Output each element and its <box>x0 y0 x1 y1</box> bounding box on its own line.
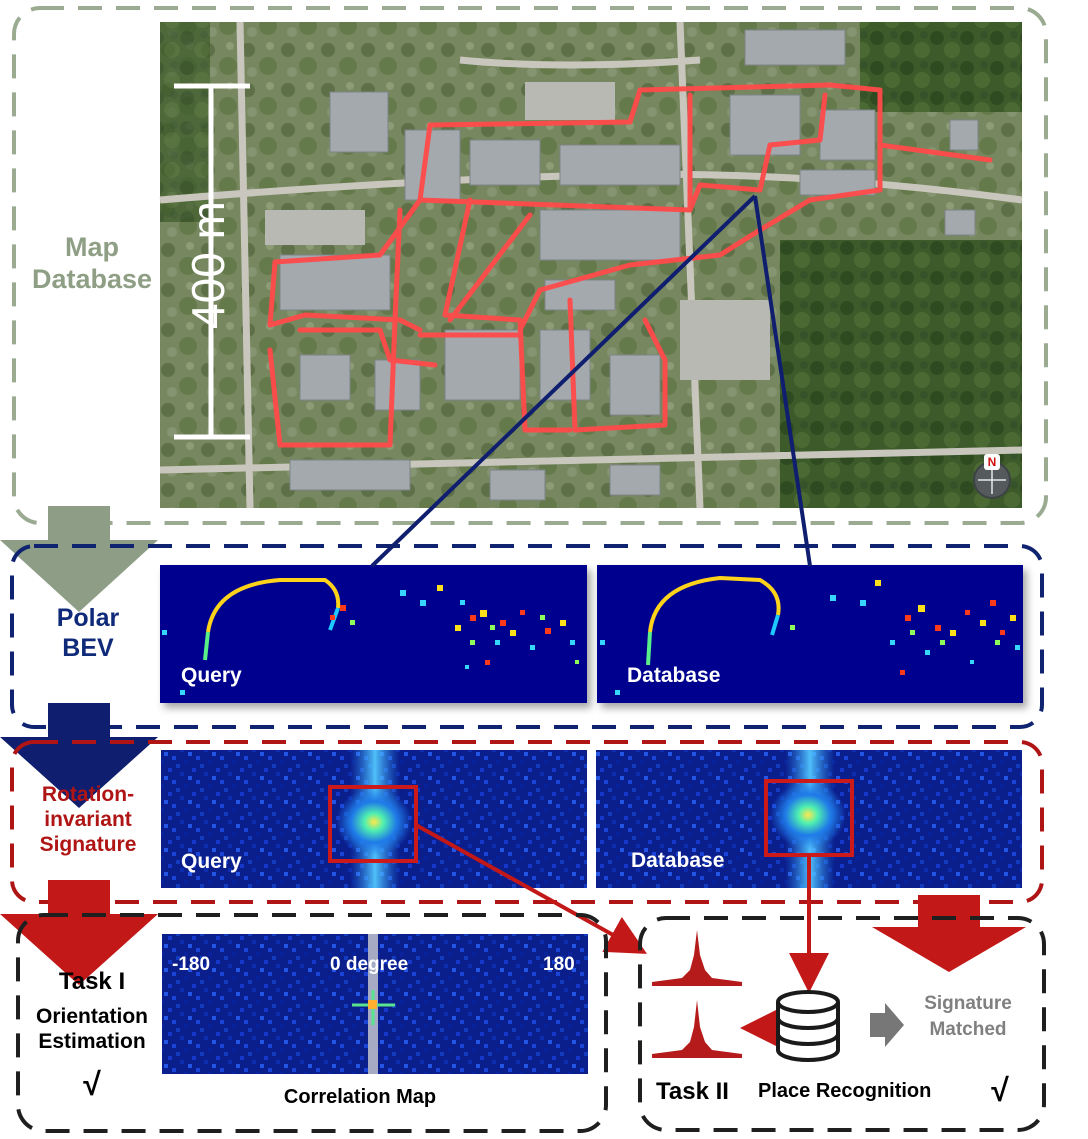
signature-database-caption: Database <box>631 849 725 872</box>
signature-label: Rotation- invariant Signature <box>18 783 158 857</box>
scale-label: 400 m <box>182 201 234 329</box>
compass-north-label: N <box>987 455 997 469</box>
corr-center-label: 0 degree <box>330 954 409 975</box>
scale-bar <box>174 83 250 440</box>
task1-line2: Estimation <box>38 1029 146 1053</box>
signature-query-image <box>161 750 587 888</box>
task2-frame <box>638 916 1046 1132</box>
task1-frame <box>16 913 608 1133</box>
down-arrow-red-left <box>0 880 158 985</box>
polar-bev-frame <box>10 544 1044 729</box>
correlation-map-image <box>162 934 588 1074</box>
corr-right-label: 180 <box>543 954 575 975</box>
database-icon <box>776 990 840 1062</box>
task1-line1: Orientation <box>35 1005 148 1028</box>
down-arrow-navy <box>0 703 158 808</box>
corr-left-label: -180 <box>172 954 211 975</box>
signature-database-image <box>596 750 1022 888</box>
map-database-frame <box>12 6 1048 525</box>
signature-label-line2: invariant <box>44 807 132 831</box>
query-to-task2-arrow <box>415 823 647 954</box>
task2-check: √ <box>991 1072 1009 1108</box>
histogram-icons <box>652 930 742 1058</box>
map-to-bev-lines <box>370 194 812 568</box>
map-label-line2: Database <box>31 263 153 294</box>
bev-database-caption: Database <box>627 664 721 687</box>
correlation-map-caption: Correlation Map <box>283 1086 437 1108</box>
signature-frame <box>10 740 1044 904</box>
task2-title: Task II <box>656 1078 729 1105</box>
matched-arrow-icon <box>870 1003 904 1047</box>
down-arrow-red-right <box>872 895 1026 972</box>
signature-label-line1: Rotation- <box>41 783 135 806</box>
signature-label-line3: Signature <box>39 832 137 856</box>
bev-query-content <box>162 578 579 695</box>
polar-bev-label-line2: BEV <box>62 633 114 662</box>
signature-query-caption: Query <box>181 850 242 873</box>
polar-bev-label: Polar BEV <box>28 604 148 663</box>
task1-title: Task I <box>58 968 126 995</box>
map-label-line1: Map <box>65 232 119 262</box>
trajectory-path <box>267 82 993 448</box>
polar-bev-label-line1: Polar <box>56 604 120 632</box>
task1-check: √ <box>83 1066 101 1102</box>
down-arrow-grey <box>0 506 158 612</box>
matched-line1: Signature <box>924 993 1012 1014</box>
signature-matched-label: Signature Matched <box>908 991 1028 1042</box>
place-recognition-label: Place Recognition <box>758 1080 932 1102</box>
bev-database-content <box>600 575 1020 695</box>
task1-description: Orientation Estimation <box>22 1005 162 1055</box>
map-database-label: Map Database <box>22 232 162 296</box>
bev-query-caption: Query <box>181 664 242 687</box>
satellite-map <box>159 21 1023 509</box>
matched-line2: Matched <box>929 1018 1007 1040</box>
